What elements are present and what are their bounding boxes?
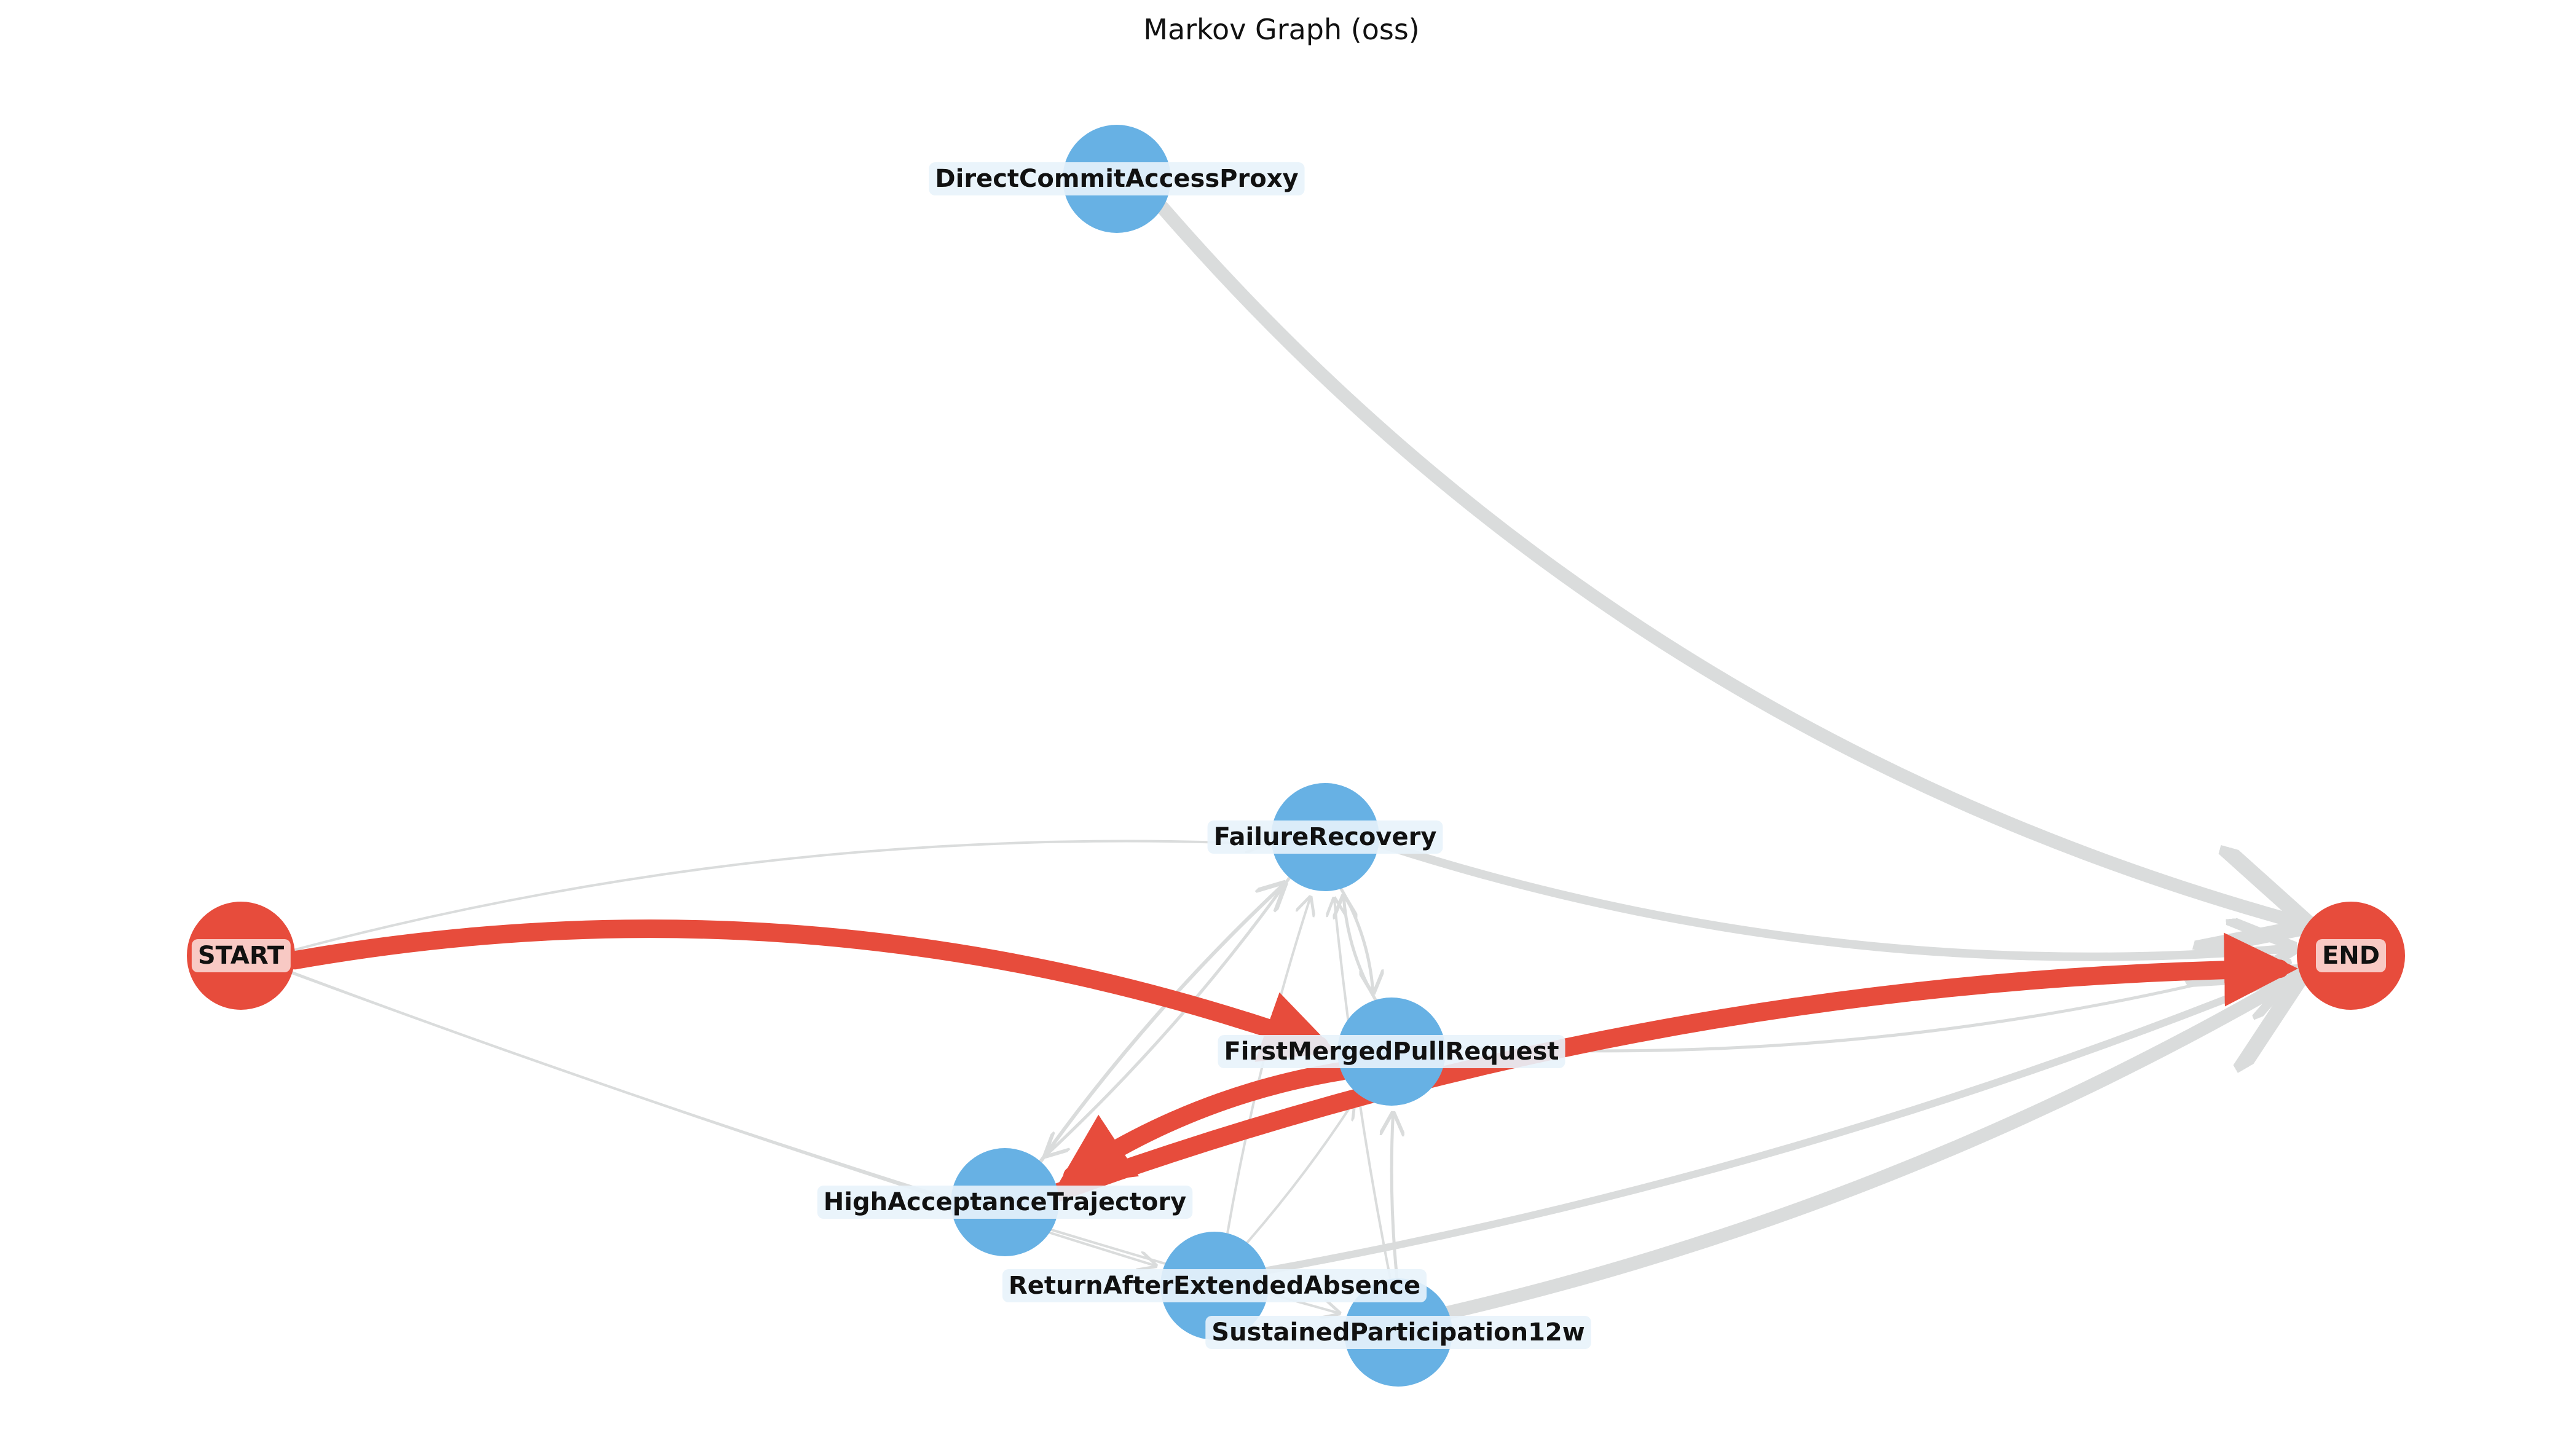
edge-HighAcceptanceTrajectory-to-END bbox=[1049, 932, 2298, 1202]
node-label-text: FailureRecovery bbox=[1214, 823, 1437, 851]
node-label-FirstMergedPullRequest: FirstMergedPullRequest bbox=[1218, 1035, 1565, 1068]
edge-SustainedParticipation12w-to-END bbox=[1441, 979, 2293, 1320]
node-label-background bbox=[1207, 820, 1443, 854]
nodes-layer: START END DirectCommitAccessProxyFailureRe… bbox=[187, 125, 2405, 1387]
node-label-background bbox=[1002, 1269, 1427, 1302]
edge-START-to-FirstMergedPullRequest bbox=[285, 919, 1337, 1062]
node-label-background bbox=[191, 939, 291, 972]
node-label-background bbox=[1205, 1316, 1591, 1349]
edge-DirectCommitAccessProxy-to-END bbox=[1156, 200, 2297, 923]
node-label-text: ReturnAfterExtendedAbsence bbox=[1009, 1272, 1420, 1300]
node-label-text: FirstMergedPullRequest bbox=[1224, 1037, 1559, 1066]
node-label-END: END bbox=[2315, 939, 2387, 972]
edge-START-to-FailureRecovery bbox=[293, 841, 1262, 951]
node-label-text: END bbox=[2322, 942, 2380, 970]
node-label-background bbox=[929, 162, 1305, 195]
node-label-SustainedParticipation12w: SustainedParticipation12w bbox=[1205, 1316, 1591, 1349]
node-label-ReturnAfterExtendedAbsence: ReturnAfterExtendedAbsence bbox=[1002, 1269, 1427, 1302]
node-label-HighAcceptanceTrajectory: HighAcceptanceTrajectory bbox=[817, 1186, 1193, 1219]
node-label-background bbox=[817, 1186, 1193, 1219]
edge-FailureRecovery-to-FirstMergedPullRequest bbox=[1339, 887, 1373, 991]
node-label-text: HighAcceptanceTrajectory bbox=[824, 1188, 1186, 1216]
edge-FirstMergedPullRequest-to-HighAcceptanceTrajectory bbox=[1057, 1061, 1350, 1186]
edge-ReturnAfterExtendedAbsence-to-END bbox=[1262, 973, 2291, 1275]
edge-FailureRecovery-to-END bbox=[1374, 839, 2288, 957]
node-label-START: START bbox=[191, 939, 291, 972]
edges-layer bbox=[285, 200, 2298, 1320]
edge-FirstMergedPullRequest-to-FailureRecovery bbox=[1344, 897, 1377, 1002]
node-label-DirectCommitAccessProxy: DirectCommitAccessProxy bbox=[929, 162, 1305, 195]
node-label-FailureRecovery: FailureRecovery bbox=[1207, 820, 1443, 854]
graph-title: Markov Graph (oss) bbox=[1143, 13, 1419, 46]
node-label-text: START bbox=[198, 942, 285, 970]
node-label-background bbox=[2315, 939, 2387, 972]
node-label-background bbox=[1218, 1035, 1565, 1068]
edge-SustainedParticipation12w-to-FirstMergedPullRequest bbox=[1392, 1114, 1397, 1280]
node-label-text: SustainedParticipation12w bbox=[1211, 1318, 1585, 1347]
edge-ReturnAfterExtendedAbsence-to-FirstMergedPullRequest bbox=[1246, 1101, 1353, 1244]
node-label-text: DirectCommitAccessProxy bbox=[935, 165, 1298, 193]
